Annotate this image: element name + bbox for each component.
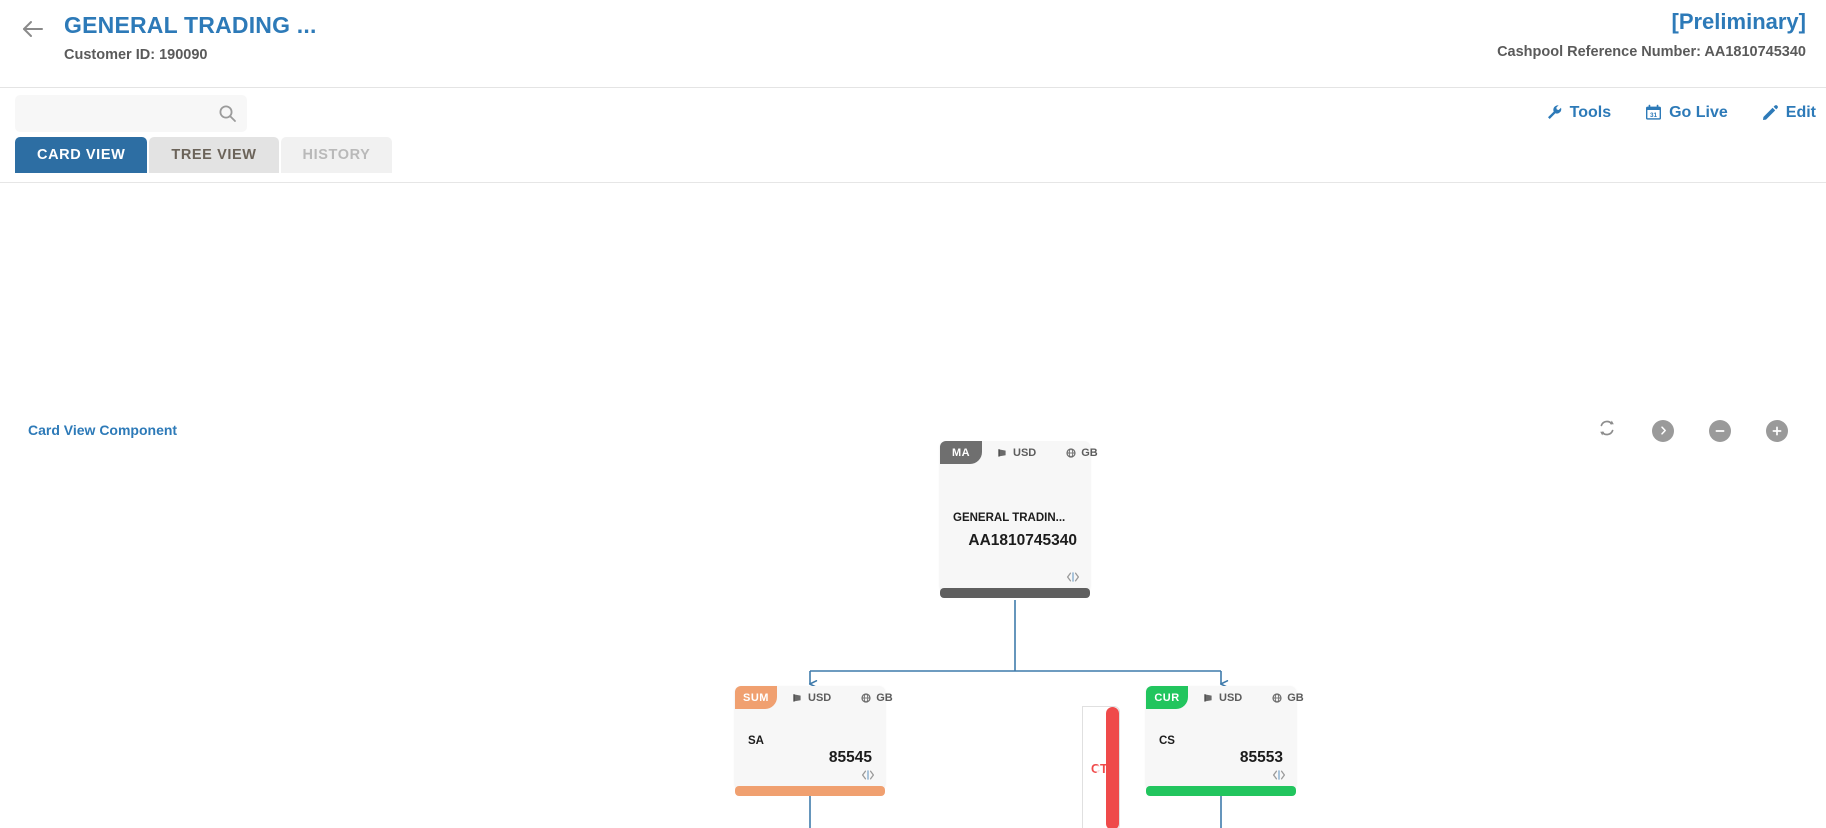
globe-icon bbox=[861, 692, 871, 703]
search-icon[interactable] bbox=[218, 104, 237, 123]
expand-horizontal-icon[interactable] bbox=[1272, 768, 1286, 782]
globe-icon bbox=[1066, 447, 1076, 458]
go-live-label: Go Live bbox=[1669, 103, 1728, 121]
node-type-badge: CUR bbox=[1146, 686, 1188, 709]
node-name: CS bbox=[1159, 735, 1175, 747]
card-header: SUM USD bbox=[735, 686, 893, 709]
currency-meta: USD bbox=[1204, 692, 1242, 704]
tools-button[interactable]: Tools bbox=[1546, 104, 1611, 122]
zoom-out-circle-icon[interactable] bbox=[1709, 419, 1731, 442]
node-card-cur[interactable]: CUR USD bbox=[1146, 686, 1304, 796]
currency-label: USD bbox=[808, 691, 832, 704]
tools-label: Tools bbox=[1569, 103, 1612, 121]
card-footer-bar bbox=[940, 588, 1090, 598]
zoom-in-circle-icon[interactable] bbox=[1766, 419, 1788, 442]
search-box[interactable] bbox=[15, 95, 247, 132]
ct-status-bar bbox=[1106, 707, 1119, 828]
expand-horizontal-icon[interactable] bbox=[1066, 570, 1080, 584]
diagram-canvas[interactable]: CT || MA USD bbox=[0, 441, 1826, 828]
card-header: CUR USD bbox=[1146, 686, 1304, 709]
country-label: GB bbox=[876, 691, 893, 704]
country-label: GB bbox=[1287, 691, 1304, 704]
header-right: [Preliminary] Cashpool Reference Number:… bbox=[1497, 8, 1806, 61]
currency-icon bbox=[998, 448, 1008, 458]
edit-label: Edit bbox=[1785, 103, 1816, 121]
currency-meta: USD bbox=[998, 447, 1036, 459]
node-type-badge: SUM bbox=[735, 686, 777, 709]
panel-title: Card View Component bbox=[28, 422, 178, 438]
edit-button[interactable]: Edit bbox=[1762, 104, 1816, 122]
diagram-edges bbox=[809, 600, 1229, 828]
currency-label: USD bbox=[1013, 446, 1037, 459]
refresh-icon[interactable] bbox=[1597, 418, 1617, 443]
card-footer-bar bbox=[1146, 786, 1296, 796]
search-input[interactable] bbox=[15, 95, 211, 132]
back-button[interactable] bbox=[20, 16, 46, 42]
node-value: 85545 bbox=[828, 749, 872, 766]
go-live-button[interactable]: 31 Go Live bbox=[1645, 104, 1728, 122]
page-title: GENERAL TRADING ... bbox=[64, 12, 317, 38]
country-label: GB bbox=[1081, 446, 1098, 459]
pencil-icon bbox=[1762, 104, 1779, 121]
node-value: AA1810745340 bbox=[968, 532, 1077, 549]
ct-pause-glyph: || bbox=[1095, 763, 1100, 774]
diagram-controls bbox=[1597, 418, 1788, 443]
chevron-right-circle-icon[interactable] bbox=[1652, 419, 1674, 442]
card-header: MA USD bbox=[940, 441, 1098, 464]
card-view-panel: Card View Component bbox=[0, 183, 1826, 828]
toolbar: Tools 31 Go Live Edit bbox=[0, 88, 1826, 137]
expand-horizontal-icon[interactable] bbox=[861, 768, 875, 782]
node-card-ma[interactable]: MA USD bbox=[940, 441, 1098, 598]
ct-side-panel[interactable]: CT || bbox=[1082, 706, 1120, 828]
node-type-badge: MA bbox=[940, 441, 982, 464]
globe-icon bbox=[1272, 692, 1282, 703]
calendar-icon: 31 bbox=[1645, 104, 1662, 121]
currency-icon bbox=[793, 693, 803, 703]
node-name: GENERAL TRADIN... bbox=[953, 512, 1066, 524]
header-left: GENERAL TRADING ... Customer ID: 190090 bbox=[64, 11, 317, 64]
tab-tree-view[interactable]: TREE VIEW bbox=[149, 137, 279, 173]
customer-id: Customer ID: 190090 bbox=[64, 47, 208, 63]
country-meta: GB bbox=[861, 692, 893, 704]
currency-label: USD bbox=[1219, 691, 1243, 704]
page-header: GENERAL TRADING ... Customer ID: 190090 … bbox=[0, 0, 1826, 88]
card-footer-bar bbox=[735, 786, 885, 796]
country-meta: GB bbox=[1066, 447, 1098, 459]
currency-icon bbox=[1204, 693, 1214, 703]
currency-meta: USD bbox=[793, 692, 831, 704]
tab-card-view[interactable]: CARD VIEW bbox=[15, 137, 148, 173]
node-name: SA bbox=[748, 735, 764, 747]
node-value: 85553 bbox=[1239, 749, 1283, 766]
wrench-icon bbox=[1546, 104, 1563, 121]
toolbar-actions: Tools 31 Go Live Edit bbox=[1546, 88, 1816, 137]
status-badge: [Preliminary] bbox=[1671, 9, 1807, 34]
tab-history[interactable]: HISTORY bbox=[280, 137, 393, 173]
view-tabs: CARD VIEW TREE VIEW HISTORY bbox=[0, 137, 1826, 183]
country-meta: GB bbox=[1272, 692, 1304, 704]
svg-text:31: 31 bbox=[1650, 112, 1658, 119]
ct-label: CT bbox=[1091, 761, 1108, 776]
cashpool-reference-number: Cashpool Reference Number: AA1810745340 bbox=[1497, 44, 1806, 60]
node-card-sum[interactable]: SUM USD bbox=[735, 686, 893, 796]
